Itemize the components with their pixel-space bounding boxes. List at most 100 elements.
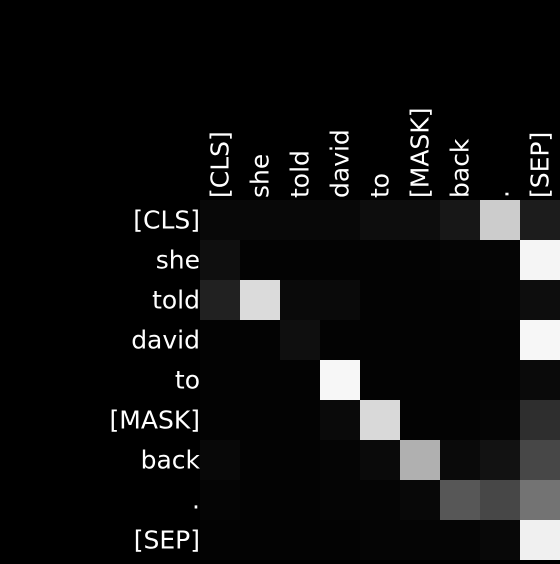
heatmap-cell-2-4	[360, 280, 400, 320]
heatmap-cell-3-5	[400, 320, 440, 360]
heatmap-cell-1-1	[240, 240, 280, 280]
y-tick-labels: [CLS] she told david to [MASK] back. [SEP]	[110, 206, 201, 555]
heatmap-cell-2-1	[240, 280, 280, 320]
heatmap-cell-6-8	[520, 440, 560, 480]
heatmap-cell-4-8	[520, 360, 560, 400]
heatmap-cell-4-6	[440, 360, 480, 400]
heatmap-cell-1-6	[440, 240, 480, 280]
heatmap-cell-1-7	[480, 240, 520, 280]
heatmap-cell-0-7	[480, 200, 520, 240]
heatmap-cell-1-8	[520, 240, 560, 280]
heatmap-cell-3-6	[440, 320, 480, 360]
heatmap-cell-3-4	[360, 320, 400, 360]
x-tick-label: .	[486, 190, 515, 198]
heatmap-cell-8-1	[240, 520, 280, 560]
heatmap-cell-4-5	[400, 360, 440, 400]
heatmap-cell-3-7	[480, 320, 520, 360]
heatmap-cell-5-1	[240, 400, 280, 440]
x-tick-label: david	[326, 129, 355, 198]
heatmap-cell-5-7	[480, 400, 520, 440]
heatmap-cell-3-8	[520, 320, 560, 360]
heatmap-cell-0-1	[240, 200, 280, 240]
heatmap-cell-5-3	[320, 400, 360, 440]
y-tick-label: to	[175, 366, 200, 395]
heatmap-cell-7-3	[320, 480, 360, 520]
heatmap-cell-8-4	[360, 520, 400, 560]
heatmap-cell-8-3	[320, 520, 360, 560]
heatmap-cell-7-5	[400, 480, 440, 520]
heatmap-cell-7-7	[480, 480, 520, 520]
heatmap-cell-1-0	[200, 240, 240, 280]
heatmap-cell-7-1	[240, 480, 280, 520]
heatmap-cells	[200, 200, 560, 560]
heatmap-cell-4-7	[480, 360, 520, 400]
heatmap-cell-2-3	[320, 280, 360, 320]
heatmap-cell-7-2	[280, 480, 320, 520]
heatmap-cell-0-8	[520, 200, 560, 240]
heatmap-cell-1-5	[400, 240, 440, 280]
heatmap-cell-0-2	[280, 200, 320, 240]
y-tick-label: [SEP]	[134, 526, 200, 555]
heatmap-cell-4-1	[240, 360, 280, 400]
heatmap-cell-4-3	[320, 360, 360, 400]
heatmap-cell-8-0	[200, 520, 240, 560]
y-tick-label: told	[152, 286, 200, 315]
heatmap-cell-5-5	[400, 400, 440, 440]
heatmap-cell-3-0	[200, 320, 240, 360]
heatmap-cell-6-3	[320, 440, 360, 480]
heatmap-cell-6-1	[240, 440, 280, 480]
heatmap-cell-2-8	[520, 280, 560, 320]
heatmap-cell-0-6	[440, 200, 480, 240]
heatmap-cell-3-1	[240, 320, 280, 360]
x-tick-label: to	[366, 173, 395, 198]
heatmap-cell-1-4	[360, 240, 400, 280]
heatmap-cell-7-6	[440, 480, 480, 520]
x-tick-label: she	[246, 154, 275, 198]
heatmap-cell-0-0	[200, 200, 240, 240]
heatmap-cell-2-0	[200, 280, 240, 320]
heatmap-cell-6-6	[440, 440, 480, 480]
y-tick-label: .	[192, 486, 200, 515]
heatmap-cell-6-0	[200, 440, 240, 480]
heatmap-cell-2-7	[480, 280, 520, 320]
heatmap-cell-6-5	[400, 440, 440, 480]
heatmap-cell-0-3	[320, 200, 360, 240]
x-tick-label: [SEP]	[526, 132, 555, 198]
y-tick-label: she	[156, 246, 200, 275]
y-tick-label: [MASK]	[110, 406, 200, 435]
heatmap-cell-0-4	[360, 200, 400, 240]
x-tick-label: [CLS]	[206, 131, 235, 198]
heatmap-cell-4-0	[200, 360, 240, 400]
heatmap-cell-2-2	[280, 280, 320, 320]
heatmap-cell-5-2	[280, 400, 320, 440]
heatmap-cell-5-4	[360, 400, 400, 440]
heatmap-cell-1-3	[320, 240, 360, 280]
y-tick-label: back	[141, 446, 201, 475]
x-tick-label: back	[446, 138, 475, 198]
y-tick-label: [CLS]	[133, 206, 200, 235]
heatmap-cell-7-4	[360, 480, 400, 520]
heatmap-cell-1-2	[280, 240, 320, 280]
y-tick-label: david	[131, 326, 200, 355]
heatmap-cell-8-5	[400, 520, 440, 560]
heatmap-cell-7-8	[520, 480, 560, 520]
heatmap-cell-2-6	[440, 280, 480, 320]
heatmap-cell-8-7	[480, 520, 520, 560]
heatmap-cell-5-0	[200, 400, 240, 440]
heatmap-cell-3-3	[320, 320, 360, 360]
heatmap-cell-4-2	[280, 360, 320, 400]
heatmap-cell-3-2	[280, 320, 320, 360]
heatmap-cell-8-2	[280, 520, 320, 560]
heatmap-cell-4-4	[360, 360, 400, 400]
x-tick-label: [MASK]	[406, 108, 435, 198]
heatmap-cell-7-0	[200, 480, 240, 520]
heatmap-cell-6-7	[480, 440, 520, 480]
heatmap-cell-5-6	[440, 400, 480, 440]
heatmap-cell-0-5	[400, 200, 440, 240]
heatmap-cell-8-6	[440, 520, 480, 560]
heatmap-cell-2-5	[400, 280, 440, 320]
x-tick-label: told	[286, 150, 315, 198]
